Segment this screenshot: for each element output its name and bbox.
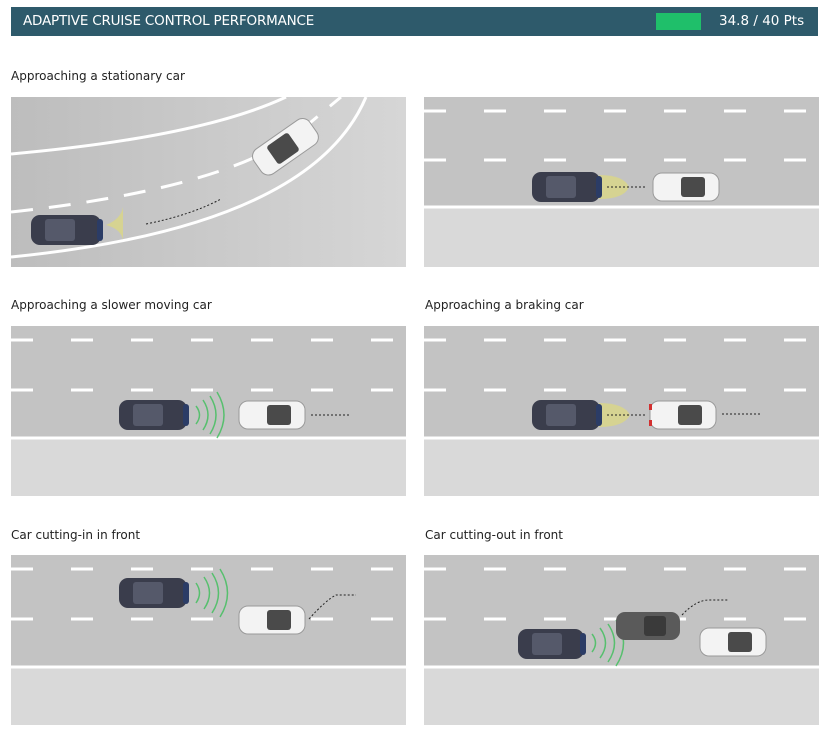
scenario-label-cut-out: Car cutting-out in front xyxy=(425,528,563,542)
lead-car xyxy=(699,627,767,657)
scene-braking xyxy=(424,326,819,496)
scene-slower xyxy=(11,326,406,496)
scenario-label-braking: Approaching a braking car xyxy=(425,298,584,312)
lead-car xyxy=(238,400,306,430)
score-bar xyxy=(656,13,701,30)
ego-car xyxy=(119,400,189,430)
cutting-in-car xyxy=(238,605,306,635)
scene-cut-out xyxy=(424,555,819,725)
ego-car xyxy=(119,578,189,608)
ego-car xyxy=(532,400,602,430)
page-title: ADAPTIVE CRUISE CONTROL PERFORMANCE xyxy=(23,13,315,29)
scene-stationary xyxy=(11,97,406,267)
stationary-car xyxy=(652,172,720,202)
scenario-label-cut-in: Car cutting-in in front xyxy=(11,528,141,542)
ego-car xyxy=(518,629,586,659)
scenario-label-slower: Approaching a slower moving car xyxy=(11,298,212,312)
ego-car xyxy=(31,215,103,245)
stationary-car xyxy=(252,118,319,176)
ego-car xyxy=(532,172,602,202)
cutting-out-car xyxy=(616,612,680,640)
scenario-label-stationary: Approaching a stationary car xyxy=(11,69,185,83)
scene-cut-in xyxy=(11,555,406,725)
score-text: 34.8 / 40 Pts xyxy=(719,13,805,29)
braking-car xyxy=(649,400,717,430)
title-bar: ADAPTIVE CRUISE CONTROL PERFORMANCE 34.8… xyxy=(11,7,818,36)
scene-straight-stationary xyxy=(424,97,819,267)
